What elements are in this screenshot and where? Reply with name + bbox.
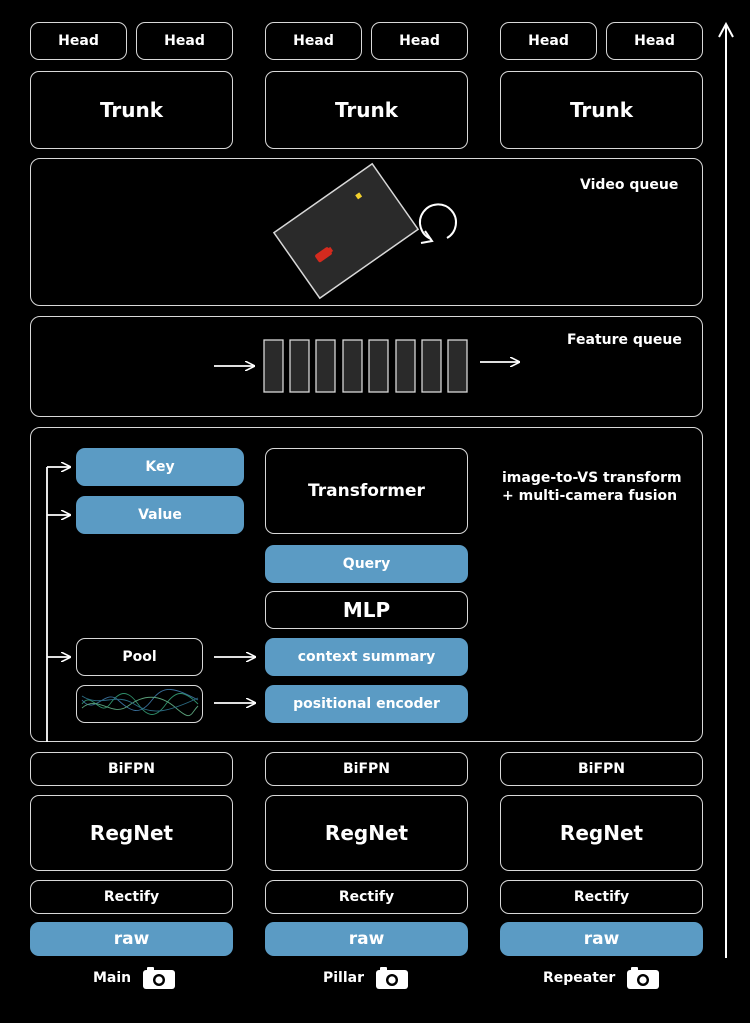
query-box: Query <box>265 545 468 583</box>
video-queue-panel <box>30 158 703 306</box>
positional-wave-box <box>76 685 203 723</box>
sinusoid-wave-icon <box>81 689 199 717</box>
regnet-main: RegNet <box>30 795 233 871</box>
fusion-description-line2: + multi-camera fusion <box>502 488 678 504</box>
positional-encoder-box: positional encoder <box>265 685 468 723</box>
fusion-panel <box>30 427 703 742</box>
rotate-icon <box>419 203 457 244</box>
video-frame-icon <box>272 162 420 300</box>
key-box: Key <box>76 448 244 486</box>
head-pillar-1: Head <box>265 22 362 60</box>
bifpn-repeater: BiFPN <box>500 752 703 786</box>
trunk-repeater: Trunk <box>500 71 703 149</box>
raw-main: raw <box>30 922 233 956</box>
regnet-pillar: RegNet <box>265 795 468 871</box>
rectify-pillar: Rectify <box>265 880 468 914</box>
camera-label-main: Main <box>93 970 132 986</box>
camera-label-pillar: Pillar <box>323 970 365 986</box>
fusion-description-line1: image-to-VS transform <box>502 470 682 486</box>
rectify-repeater: Rectify <box>500 880 703 914</box>
regnet-repeater: RegNet <box>500 795 703 871</box>
mlp-box: MLP <box>265 591 468 629</box>
context-summary-box: context summary <box>265 638 468 676</box>
fusion-feedback-bus <box>46 467 70 742</box>
pool-box: Pool <box>76 638 203 676</box>
raw-pillar: raw <box>265 922 468 956</box>
video-queue-label: Video queue <box>580 177 679 193</box>
head-pillar-2: Head <box>371 22 468 60</box>
head-main-2: Head <box>136 22 233 60</box>
bifpn-main: BiFPN <box>30 752 233 786</box>
value-box: Value <box>76 496 244 534</box>
camera-label-repeater: Repeater <box>543 970 616 986</box>
camera-icon-repeater <box>627 967 659 989</box>
raw-repeater: raw <box>500 922 703 956</box>
feature-queue-panel <box>30 316 703 417</box>
bifpn-pillar: BiFPN <box>265 752 468 786</box>
head-repeater-2: Head <box>606 22 703 60</box>
rectify-main: Rectify <box>30 880 233 914</box>
trunk-pillar: Trunk <box>265 71 468 149</box>
head-repeater-1: Head <box>500 22 597 60</box>
transformer-box: Transformer <box>265 448 468 534</box>
head-main-1: Head <box>30 22 127 60</box>
camera-icon-pillar <box>376 967 408 989</box>
camera-icon-main <box>143 967 175 989</box>
feature-queue-label: Feature queue <box>567 332 682 348</box>
trunk-main: Trunk <box>30 71 233 149</box>
upward-flow-arrow <box>718 21 734 958</box>
feature-queue-slots <box>263 339 468 393</box>
